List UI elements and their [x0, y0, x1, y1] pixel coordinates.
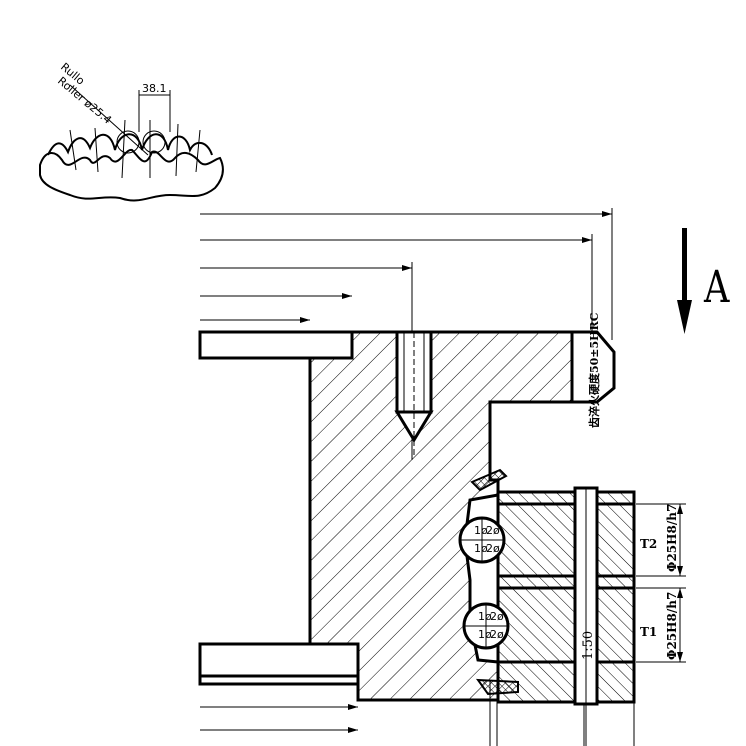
tapped-hole	[394, 330, 434, 458]
inset-blank-outline	[39, 148, 224, 202]
taper-label: 1:50	[581, 631, 596, 660]
row-label-t2: T2	[640, 537, 657, 551]
main-body	[198, 330, 616, 702]
lower-flange-lip	[198, 674, 360, 686]
inset-radial-lines	[69, 119, 201, 179]
lower-flange	[198, 642, 360, 678]
view-label: A	[703, 262, 730, 313]
inset-roller-circle-2	[142, 130, 166, 154]
seals	[470, 468, 519, 696]
inset-leader-line	[69, 84, 149, 156]
ball-mark-2: 2ø	[486, 524, 500, 537]
ball-mark-4: 2ø	[486, 542, 500, 555]
ball-mark-5: 1ø	[478, 610, 492, 623]
gear-tooth-profile	[570, 330, 616, 404]
outer-ring-top	[496, 490, 636, 506]
fit-upper-text: Φ25H8/h7	[665, 504, 679, 572]
fit-lower-text: Φ25H8/h7	[665, 592, 679, 660]
outer-ring: 1:50	[496, 486, 636, 746]
inset-teeth-profile	[47, 133, 213, 156]
outer-ring-t1	[496, 586, 636, 664]
view-arrow-a: A	[677, 228, 731, 334]
ball-row-lower: 1ø 2ø 1ø 2ø	[462, 602, 510, 650]
ball-mark-8: 2ø	[490, 628, 504, 641]
hardness-note: 齿淬火硬度50±5HRC	[587, 312, 601, 428]
outer-ring-bottom	[496, 660, 636, 704]
upper-seal	[470, 468, 508, 492]
lower-seal	[475, 678, 519, 696]
inset-roller-text: Roller ø25.4	[55, 74, 114, 126]
ball-mark-1: 1ø	[474, 524, 488, 537]
ball-mark-6: 2ø	[490, 610, 504, 623]
outer-ring-t2	[496, 502, 636, 578]
ball-mark-7: 1ø	[478, 628, 492, 641]
ball-row-upper: 1ø 2ø 1ø 2ø	[458, 516, 506, 564]
row-label-t1: T1	[640, 625, 657, 639]
fit-dimensions: Φ25H8/h7 T2 Φ25H8/h7 T1	[636, 503, 686, 663]
ball-mark-3: 1ø	[474, 542, 488, 555]
inset-pitch-text: 38.1	[142, 82, 167, 95]
outer-ring-spacer	[496, 574, 636, 590]
upper-flange	[198, 330, 354, 360]
inset-roller-circle	[116, 130, 140, 154]
dimension-lines	[200, 208, 635, 746]
roller-inset: 38.1 Rullo Roller ø25.4	[39, 60, 224, 202]
